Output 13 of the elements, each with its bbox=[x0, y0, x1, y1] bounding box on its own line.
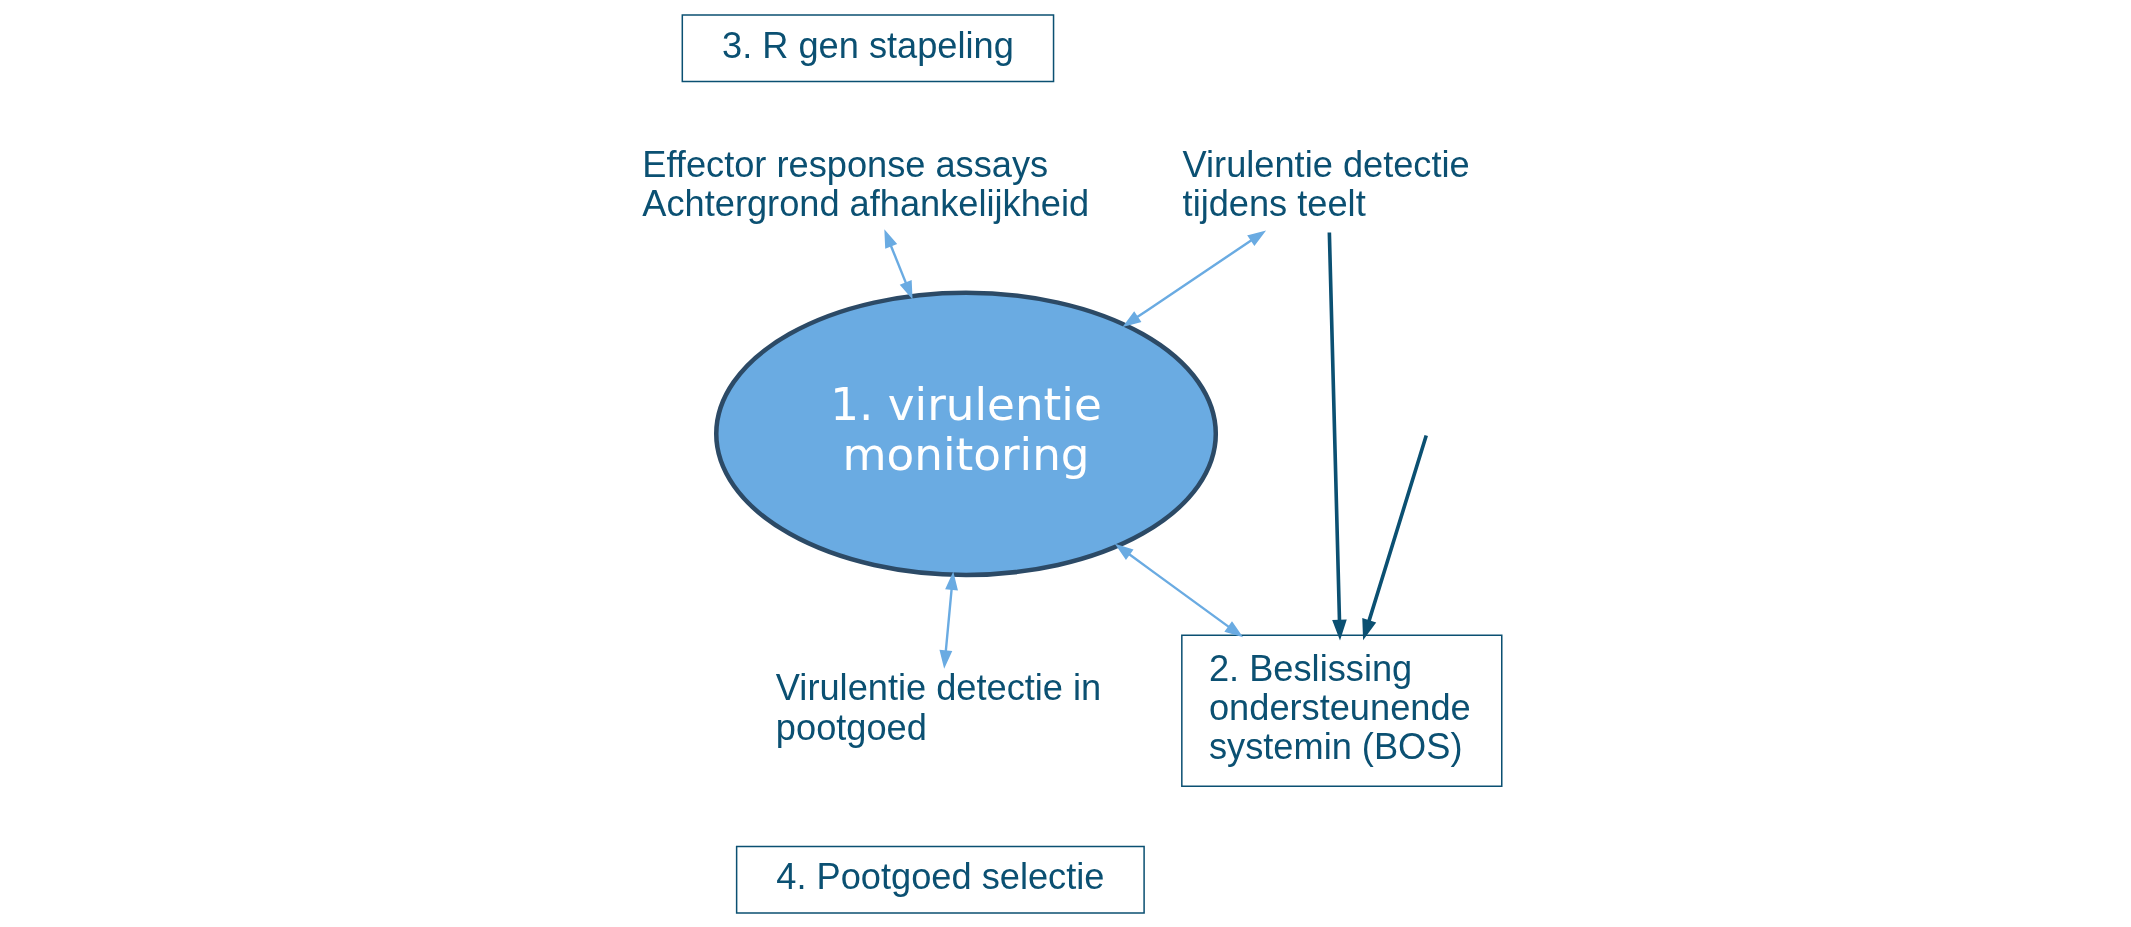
node-box: 3. R gen stapeling bbox=[681, 13, 1054, 82]
arrow bbox=[1361, 434, 1428, 640]
node-box: 4. Pootgoed selectie bbox=[735, 845, 1145, 914]
arrow bbox=[883, 228, 913, 299]
node-text: Virulentie detectie tijdens teelt bbox=[1182, 143, 1470, 224]
node-box: 2. Beslissing ondersteunende systemin (BOS) bbox=[1180, 634, 1502, 787]
arrow bbox=[1327, 232, 1347, 641]
node-text: Virulentie detectie in pootgoed bbox=[775, 666, 1101, 748]
node-text: Effector response assays Achtergrond afhankelijkheid bbox=[641, 143, 1089, 224]
arrow bbox=[1114, 543, 1243, 637]
node-ellipse: 1. virulentie monitoring bbox=[713, 289, 1218, 577]
arrow bbox=[938, 570, 958, 669]
arrow bbox=[1122, 229, 1266, 327]
